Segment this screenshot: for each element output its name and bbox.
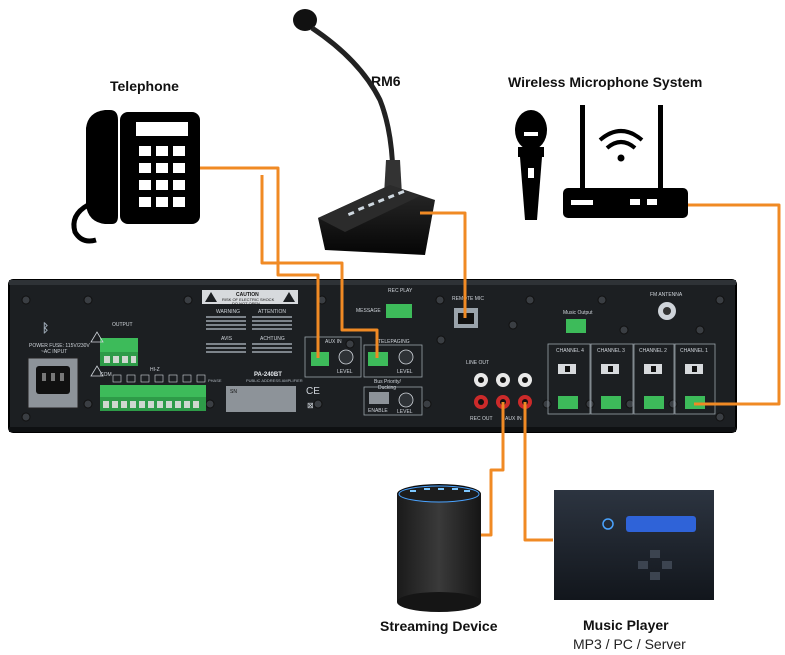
fm-antenna-connector <box>663 307 671 315</box>
message-label: MESSAGE <box>356 308 381 314</box>
bluetooth-icon: ᛒ <box>42 321 49 335</box>
bus-priority-module: Bus Priority/ Ducking ENABLE LEVEL <box>363 379 423 416</box>
svg-text:ENABLE: ENABLE <box>368 408 388 414</box>
channel-3-label: CHANNEL 3 <box>597 348 625 354</box>
music-player-sublabel: MP3 / PC / Server <box>573 636 686 652</box>
weee-bin-icon: ⊠ <box>307 401 314 410</box>
aux-in-module: AUX IN LEVEL <box>304 336 362 378</box>
svg-text:LEVEL: LEVEL <box>397 409 413 415</box>
output-terminal-top <box>100 338 138 352</box>
attention-title: ATTENTION <box>258 309 286 315</box>
telephone-icon <box>71 110 200 244</box>
aux-level-label: LEVEL <box>337 369 353 375</box>
wireless-microphone-icon <box>515 110 547 220</box>
rm6-wire <box>420 211 467 318</box>
telephone-wire-2 <box>260 175 379 358</box>
line-out-label: LINE OUT <box>466 360 489 366</box>
telpaging-module: TELEPAGING LEVEL <box>363 339 423 378</box>
wireless-label: Wireless Microphone System <box>508 74 703 90</box>
channel-1-label: CHANNEL 1 <box>680 348 708 354</box>
music-player-wire <box>523 402 553 542</box>
warning-title: WARNING <box>216 309 240 315</box>
caution-line1: RISK OF ELECTRIC SHOCK <box>222 297 275 302</box>
ducking-level-knob <box>398 392 414 408</box>
fm-antenna-label: FM ANTENNA <box>650 292 683 298</box>
caution-title: CAUTION <box>236 292 259 298</box>
ce-mark-icon: CE <box>306 386 320 397</box>
music-output-terminal <box>566 319 586 333</box>
output-label: OUTPUT <box>112 322 133 328</box>
streaming-device-icon <box>397 484 481 612</box>
rm6-label: RM6 <box>371 73 401 89</box>
player-dpad <box>638 550 672 580</box>
telephone-label: Telephone <box>110 78 179 94</box>
aux-level-knob <box>338 349 354 365</box>
svg-text:LEVEL: LEVEL <box>397 369 413 375</box>
rec-out-label: REC OUT <box>470 416 493 422</box>
serial-number-sticker <box>226 386 296 412</box>
telephone-wire <box>200 166 320 358</box>
music-player-icon <box>554 490 714 600</box>
message-terminal <box>386 304 412 318</box>
power-sub-label: ~AC INPUT <box>41 349 67 355</box>
streaming-wire <box>480 402 505 537</box>
aux-in2-label: AUX IN <box>505 416 522 422</box>
music-player-label: Music Player <box>583 617 669 633</box>
com-label: COM <box>100 372 112 378</box>
dip-switch <box>369 392 389 404</box>
rm6-microphone-icon <box>293 9 435 255</box>
telpaging-level-knob <box>398 349 414 365</box>
channel-inputs: CHANNEL 4 CHANNEL 3 CHANNEL 2 CHANNEL 1 <box>547 343 716 415</box>
achtung-title: ACHTUNG <box>260 336 285 342</box>
avis-title: AVIS <box>221 336 233 342</box>
channel-4-label: CHANNEL 4 <box>556 348 584 354</box>
music-output-label: Music Output <box>563 310 593 316</box>
wireless-wire <box>688 203 781 406</box>
caution-line2: DO NOT OPEN <box>232 301 260 306</box>
remote-mic-label: REMOTE MIC <box>452 296 484 302</box>
caution-label-block: CAUTION RISK OF ELECTRIC SHOCK DO NOT OP… <box>202 290 298 353</box>
streaming-label: Streaming Device <box>380 618 498 634</box>
telpaging-label: TELEPAGING <box>378 339 410 345</box>
aux-in-label: AUX IN <box>325 339 342 345</box>
power-label: POWER FUSE: 115V/230V <box>29 343 90 349</box>
svg-text:PHASE: PHASE <box>208 378 222 383</box>
channel-2-label: CHANNEL 2 <box>639 348 667 354</box>
svg-text:Bus Priority/: Bus Priority/ <box>374 379 402 385</box>
power-icon <box>602 518 614 530</box>
svg-text:Ducking: Ducking <box>378 385 396 391</box>
model-label: PA-240BT <box>254 372 282 378</box>
hiz-label: HI-Z <box>150 367 160 373</box>
rec-play-label: REC PLAY <box>388 288 413 294</box>
player-display <box>626 516 696 532</box>
wireless-receiver-icon <box>563 105 688 218</box>
hiz-terminal-top <box>100 385 206 397</box>
amplifier-rear-panel: ᛒ POWER FUSE: 115V/230V ~AC INPUT OUTPUT… <box>8 279 737 433</box>
sn-label: SN <box>230 389 237 395</box>
model-sub-label: PUBLIC ADDRESS AMPLIFIER <box>246 378 303 383</box>
connection-wires <box>200 166 781 542</box>
